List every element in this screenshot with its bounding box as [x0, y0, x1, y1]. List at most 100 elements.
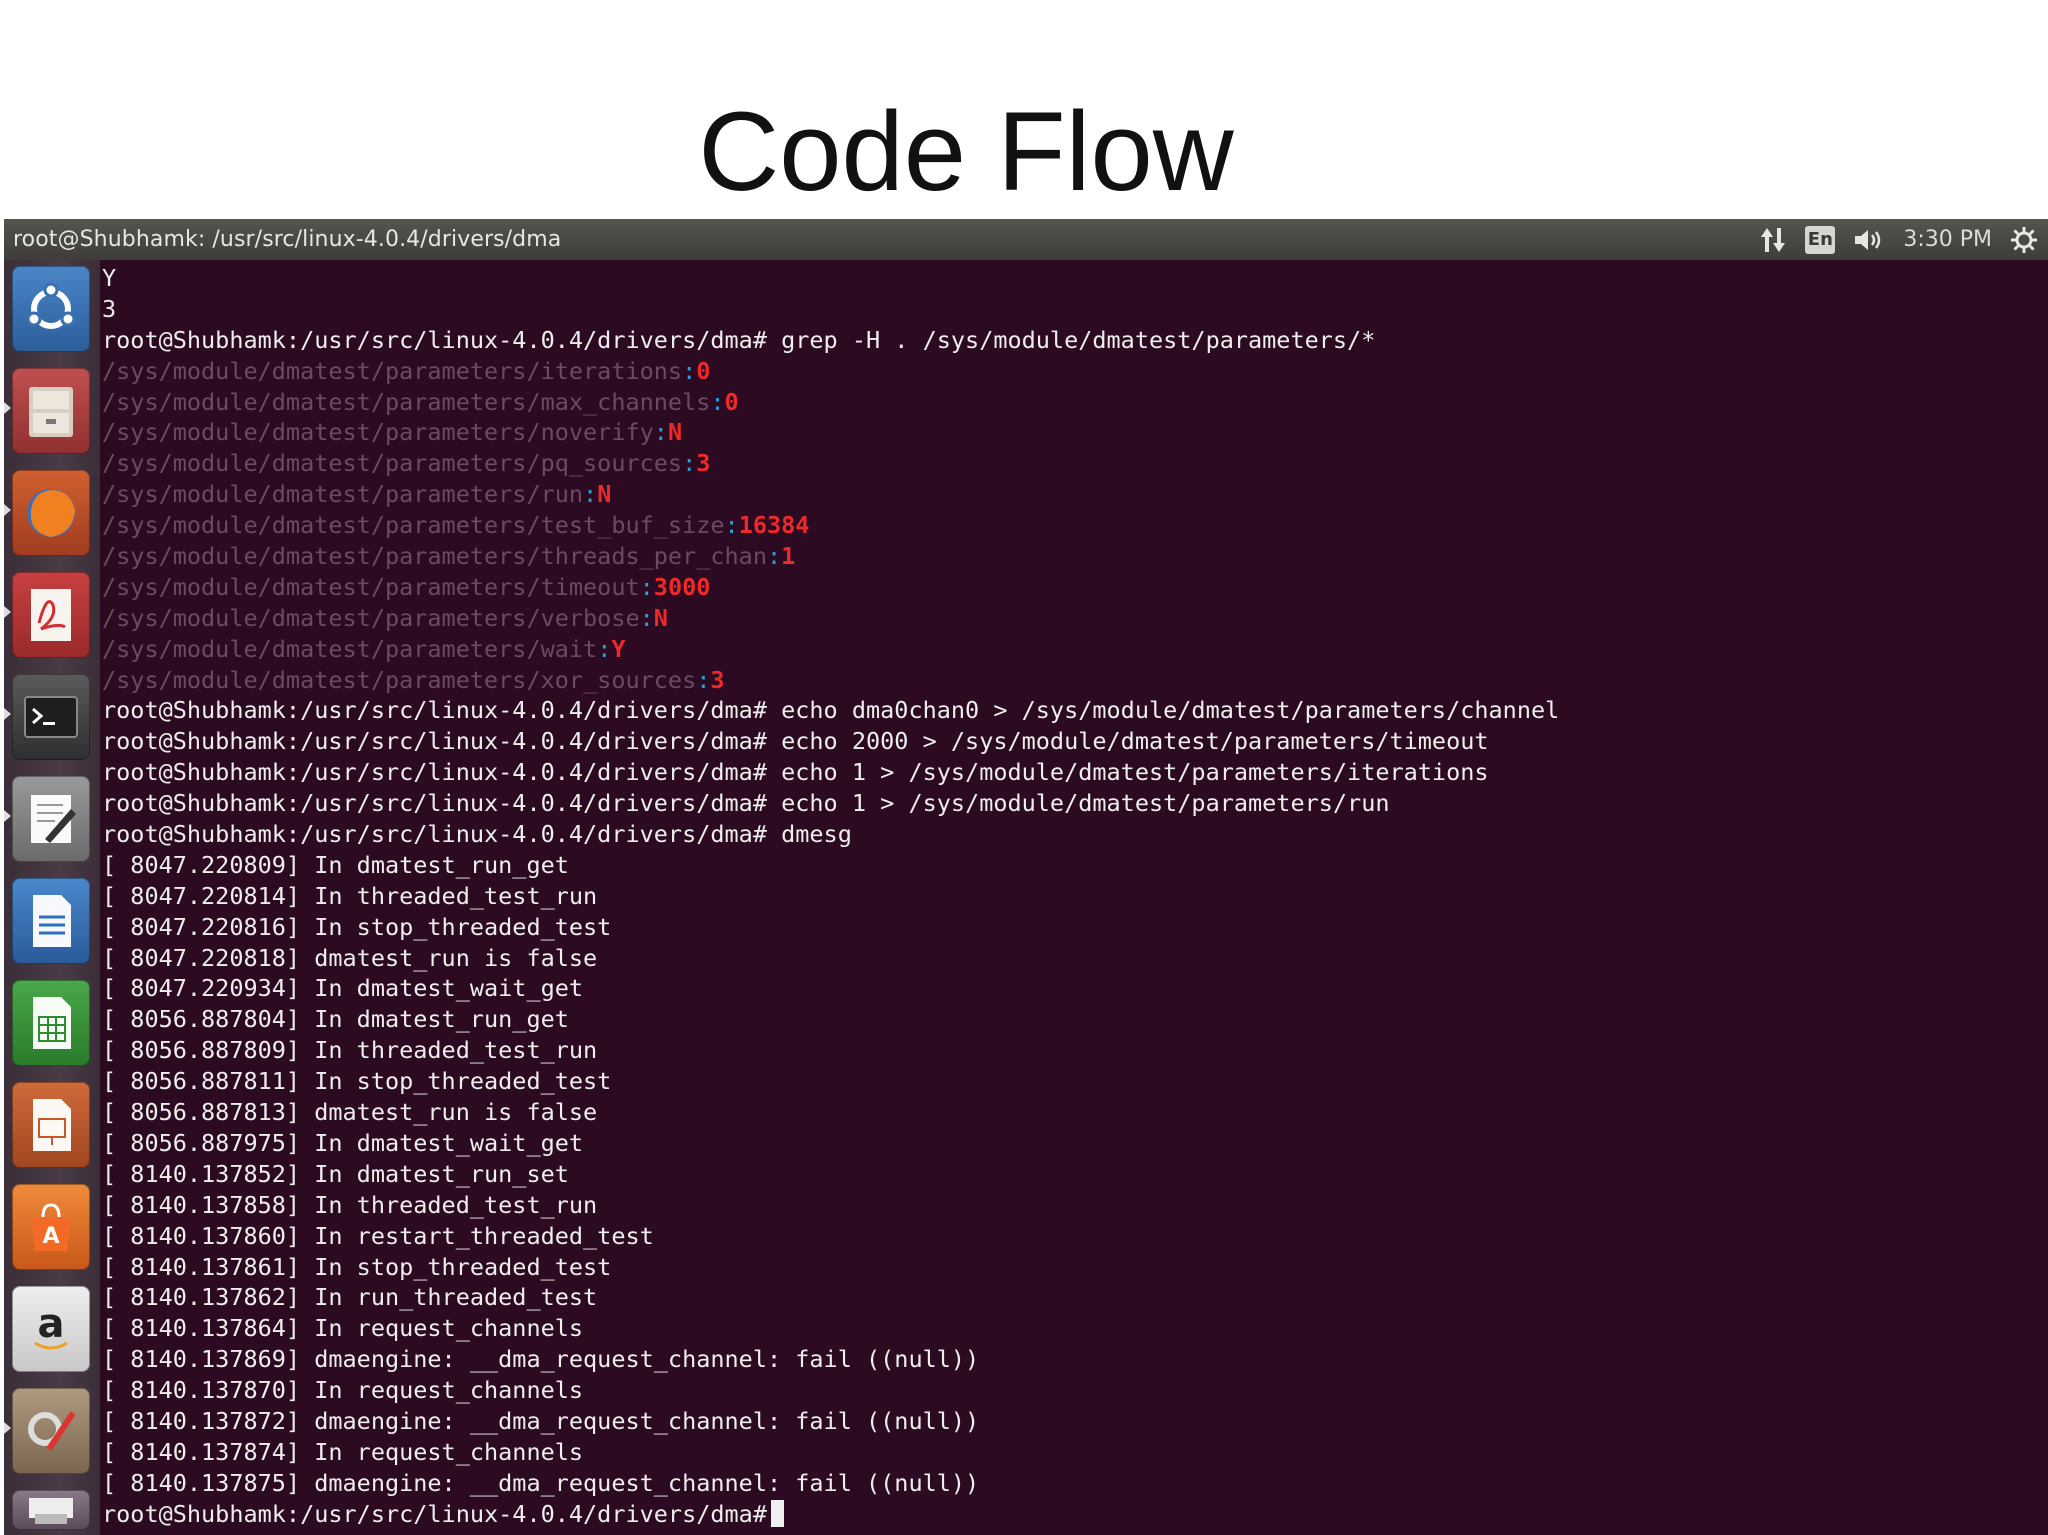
output-line: [ 8140.137862] In run_threaded_test [102, 1283, 598, 1312]
param-separator: : [766, 542, 782, 571]
output-line: 3 [102, 294, 117, 323]
firefox-icon [27, 489, 75, 537]
param-value: Y [611, 634, 626, 663]
param-separator: : [597, 634, 612, 663]
command-line: root@Shubhamk:/usr/src/linux-4.0.4/drive… [102, 788, 2042, 819]
window-title: root@Shubhamk: /usr/src/linux-4.0.4/driv… [13, 227, 562, 252]
launcher-text-editor[interactable] [12, 776, 90, 862]
grep-output-line: /sys/module/dmatest/parameters/max_chann… [102, 387, 2042, 418]
shell-prompt: root@Shubhamk:/usr/src/linux-4.0.4/drive… [102, 758, 767, 787]
system-settings-icon [28, 1411, 76, 1451]
param-path: /sys/module/dmatest/parameters/max_chann… [102, 387, 711, 416]
output-line: [ 8140.137875] dmaengine: __dma_request_… [102, 1468, 980, 1497]
launcher-writer[interactable] [12, 878, 90, 964]
output-line: [ 8056.887975] In dmatest_wait_get [102, 1128, 584, 1157]
param-separator: : [696, 665, 711, 694]
amazon-icon: a [34, 1301, 68, 1350]
output-line: [ 8140.137872] dmaengine: __dma_request_… [102, 1406, 980, 1435]
keyboard-language-indicator[interactable]: En [1805, 225, 1836, 254]
output-line: [ 8056.887813] dmatest_run is false [102, 1098, 598, 1127]
param-separator: : [710, 387, 725, 416]
grep-output-line: /sys/module/dmatest/parameters/threads_p… [102, 541, 2042, 572]
param-path: /sys/module/dmatest/parameters/iteration… [102, 356, 683, 385]
software-center-icon: A [31, 1203, 71, 1251]
terminal-icon [24, 696, 78, 738]
slide-title: Code Flow [698, 89, 1234, 214]
launcher-software-center[interactable]: A [12, 1184, 90, 1270]
running-indicator [4, 606, 11, 618]
launcher-firefox[interactable] [12, 470, 90, 556]
svg-text:A: A [42, 1224, 59, 1249]
param-value: N [653, 603, 668, 632]
grep-output-line: /sys/module/dmatest/parameters/xor_sourc… [102, 665, 2042, 696]
output-line: [ 8056.887804] In dmatest_run_get [102, 1005, 569, 1034]
output-line: [ 8047.220814] In threaded_test_run [102, 881, 598, 910]
param-path: /sys/module/dmatest/parameters/xor_sourc… [102, 665, 697, 694]
command-line: root@Shubhamk:/usr/src/linux-4.0.4/drive… [102, 325, 2042, 356]
output-line: [ 8056.887809] In threaded_test_run [102, 1036, 598, 1065]
shell-command: grep -H . /sys/module/dmatest/parameters… [766, 325, 1376, 354]
command-line: root@Shubhamk:/usr/src/linux-4.0.4/drive… [102, 695, 2042, 726]
param-value: N [597, 480, 612, 509]
param-value: N [667, 418, 683, 447]
network-updown-icon[interactable] [1759, 225, 1787, 255]
launcher-amazon[interactable]: a [12, 1286, 90, 1372]
output-line: [ 8047.220818] dmatest_run is false [102, 943, 598, 972]
output-line: [ 8047.220816] In stop_threaded_test [102, 912, 612, 941]
param-path: /sys/module/dmatest/parameters/test_buf_… [102, 511, 725, 540]
running-indicator [4, 1422, 11, 1434]
param-separator: : [682, 356, 697, 385]
shell-prompt: root@Shubhamk:/usr/src/linux-4.0.4/drive… [102, 1499, 767, 1528]
grep-output-line: /sys/module/dmatest/parameters/iteration… [102, 356, 2042, 387]
launcher-files[interactable] [12, 368, 90, 454]
writer-icon [33, 895, 71, 947]
shell-command: echo 2000 > /sys/module/dmatest/paramete… [766, 727, 1489, 756]
grep-output-line: /sys/module/dmatest/parameters/timeout:3… [102, 572, 2042, 603]
param-separator: : [682, 449, 697, 478]
shell-prompt: root@Shubhamk:/usr/src/linux-4.0.4/drive… [102, 820, 767, 849]
svg-text:a: a [38, 1301, 65, 1347]
impress-icon [33, 1099, 71, 1151]
shell-prompt: root@Shubhamk:/usr/src/linux-4.0.4/drive… [102, 789, 767, 818]
param-value: 3000 [653, 572, 711, 601]
grep-output-line: /sys/module/dmatest/parameters/noverify:… [102, 417, 2042, 448]
text-editor-icon [31, 795, 76, 843]
output-line: [ 8140.137874] In request_channels [102, 1437, 584, 1466]
param-separator: : [639, 572, 654, 601]
launcher-printer[interactable] [12, 1490, 90, 1530]
text-cursor[interactable] [770, 1499, 784, 1527]
command-line: root@Shubhamk:/usr/src/linux-4.0.4/drive… [102, 726, 2042, 757]
launcher-impress[interactable] [12, 1082, 90, 1168]
grep-output-line: /sys/module/dmatest/parameters/pq_source… [102, 448, 2042, 479]
param-value: 3 [710, 665, 725, 694]
param-value: 16384 [738, 511, 810, 540]
output-line: [ 8140.137852] In dmatest_run_set [102, 1159, 569, 1188]
shell-prompt: root@Shubhamk:/usr/src/linux-4.0.4/drive… [102, 727, 767, 756]
gear-icon[interactable] [2010, 226, 2038, 254]
launcher-document-viewer[interactable] [12, 572, 90, 658]
shell-command: echo 1 > /sys/module/dmatest/parameters/… [766, 758, 1489, 787]
calc-icon [33, 997, 71, 1049]
output-line: [ 8140.137860] In restart_threaded_test [102, 1221, 654, 1250]
desktop-screenshot: root@Shubhamk: /usr/src/linux-4.0.4/driv… [4, 219, 2048, 1535]
clock[interactable]: 3:30 PM [1903, 227, 1992, 252]
launcher-system-settings[interactable] [12, 1388, 90, 1474]
running-indicator [4, 810, 11, 822]
output-line: Y [102, 264, 117, 292]
volume-icon[interactable] [1853, 226, 1885, 254]
param-path: /sys/module/dmatest/parameters/timeout [102, 572, 640, 601]
pdf-viewer-icon [31, 589, 71, 641]
param-value: 0 [696, 356, 711, 385]
param-separator: : [583, 480, 598, 509]
param-path: /sys/module/dmatest/parameters/noverify [102, 418, 654, 447]
launcher-calc[interactable] [12, 980, 90, 1066]
launcher-terminal[interactable] [12, 674, 90, 760]
shell-prompt: root@Shubhamk:/usr/src/linux-4.0.4/drive… [102, 325, 767, 354]
launcher-dash-home[interactable] [12, 266, 90, 352]
param-path: /sys/module/dmatest/parameters/run [102, 480, 584, 509]
ubuntu-logo-icon [26, 282, 76, 329]
launcher-sidebar: A a [4, 260, 100, 1535]
param-separator: : [639, 603, 654, 632]
param-separator: : [724, 511, 739, 540]
